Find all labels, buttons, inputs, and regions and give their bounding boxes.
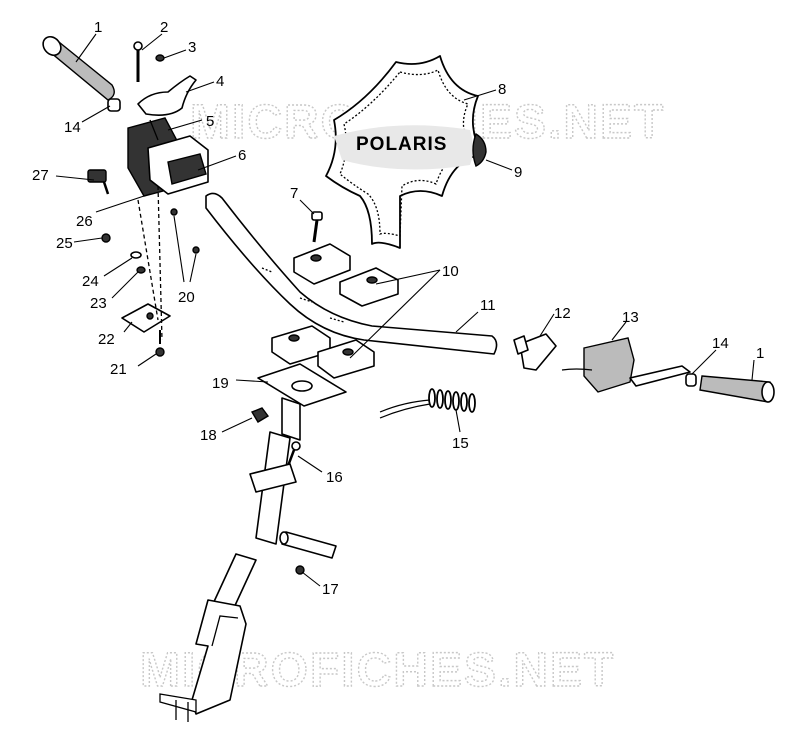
- callout-23: 23: [90, 295, 107, 312]
- callout-5: 5: [206, 113, 214, 130]
- callout-1-right: 1: [756, 345, 764, 362]
- part-3-clip: [155, 54, 165, 62]
- part-18-nut: [250, 407, 270, 423]
- callout-27: 27: [32, 167, 49, 184]
- callout-7: 7: [290, 185, 298, 202]
- leader-lines: [55, 33, 755, 587]
- polaris-brand-text: POLARIS: [356, 134, 447, 155]
- callout-18: 18: [200, 427, 217, 444]
- callout-2: 2: [160, 19, 168, 36]
- callout-8: 8: [498, 81, 506, 98]
- part-4-throttle-lever: [137, 75, 197, 116]
- callout-17: 17: [322, 581, 339, 598]
- part-8-handlebar-pad: POLARIS: [325, 55, 483, 249]
- callout-12: 12: [554, 305, 571, 322]
- steering-post: [159, 431, 297, 722]
- callout-16: 16: [326, 469, 343, 486]
- callout-24: 24: [82, 273, 99, 290]
- part-10-lower-clamps: [271, 325, 375, 379]
- callout-4: 4: [216, 73, 224, 90]
- callout-1: 1: [94, 19, 102, 36]
- callout-6: 6: [238, 147, 246, 164]
- part-24-washer: [130, 251, 142, 259]
- callout-13: 13: [622, 309, 639, 326]
- part-20-screws: [170, 208, 200, 254]
- part-14-bar-end-right: [685, 373, 697, 387]
- callout-26: 26: [76, 213, 93, 230]
- part-11-handlebar: [205, 192, 498, 355]
- callout-15: 15: [452, 435, 469, 452]
- part-14-bar-end: [107, 98, 121, 112]
- callout-25: 25: [56, 235, 73, 252]
- callout-10: 10: [442, 263, 459, 280]
- callout-14-right: 14: [712, 335, 729, 352]
- part-25-nut: [101, 233, 111, 243]
- callout-20: 20: [178, 289, 195, 306]
- callout-22: 22: [98, 331, 115, 348]
- part-23-lockwasher: [136, 266, 146, 274]
- part-7-bolt: [311, 211, 323, 243]
- callout-11: 11: [480, 297, 496, 314]
- part-9-pad-strap: [472, 132, 487, 167]
- part-21-screw: [155, 330, 165, 357]
- part-15-cable-spring: [379, 388, 476, 419]
- part-12-brake-bracket: [513, 333, 557, 371]
- part-1-right-grip: [699, 375, 775, 403]
- part-1-left-grip: [42, 35, 115, 101]
- part-19-mount-plate: [257, 363, 347, 441]
- callout-3: 3: [188, 39, 196, 56]
- part-10-upper-clamps: [293, 243, 399, 307]
- part-17-pin: [279, 531, 337, 575]
- callout-9: 9: [514, 164, 522, 181]
- callout-labels: 1 2 3 4 14 5 6 8 9 27 7 26 25 10 24 23 2…: [32, 19, 764, 598]
- part-22-clamp-plate: [121, 303, 171, 333]
- callout-21: 21: [110, 361, 127, 378]
- part-13-brake-lever: [561, 337, 691, 393]
- part-16-screw: [286, 441, 301, 467]
- part-27-connector: [87, 169, 110, 195]
- callout-19: 19: [212, 375, 229, 392]
- callout-14: 14: [64, 119, 81, 136]
- part-5-6-throttle-housing: [127, 117, 209, 197]
- part-2-pin: [133, 41, 143, 82]
